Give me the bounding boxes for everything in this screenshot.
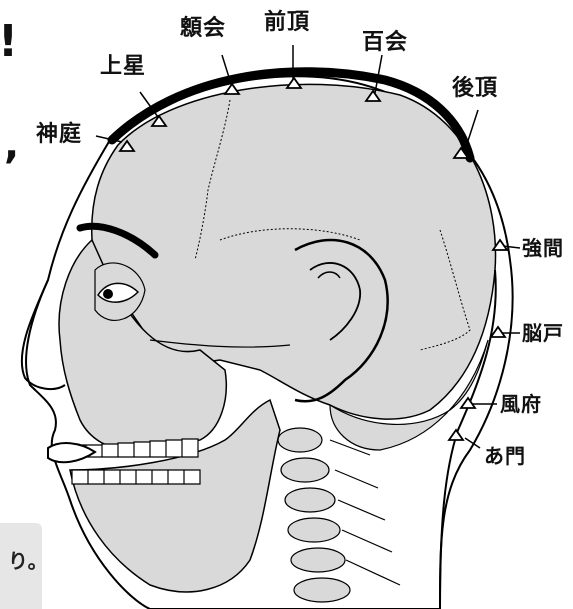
label-gocho: 後頂	[452, 78, 498, 100]
label-noko: 脳戸	[522, 323, 564, 343]
headline-exclaim-fragment: !	[0, 20, 18, 64]
label-kyokan: 強間	[522, 238, 564, 258]
label-shine: 顖会	[180, 18, 226, 40]
note-text-fragment: り。	[8, 545, 48, 574]
label-shintei: 神庭	[36, 124, 82, 146]
label-fufu: 風府	[500, 394, 542, 414]
label-amon: あ門	[484, 446, 526, 466]
label-zencho: 前頂	[264, 12, 310, 34]
headline-comma-fragment: ,	[4, 125, 19, 165]
label-hyakue: 百会	[362, 32, 408, 54]
label-josei: 上星	[100, 56, 146, 78]
note-box-fragment: り。	[0, 523, 42, 609]
